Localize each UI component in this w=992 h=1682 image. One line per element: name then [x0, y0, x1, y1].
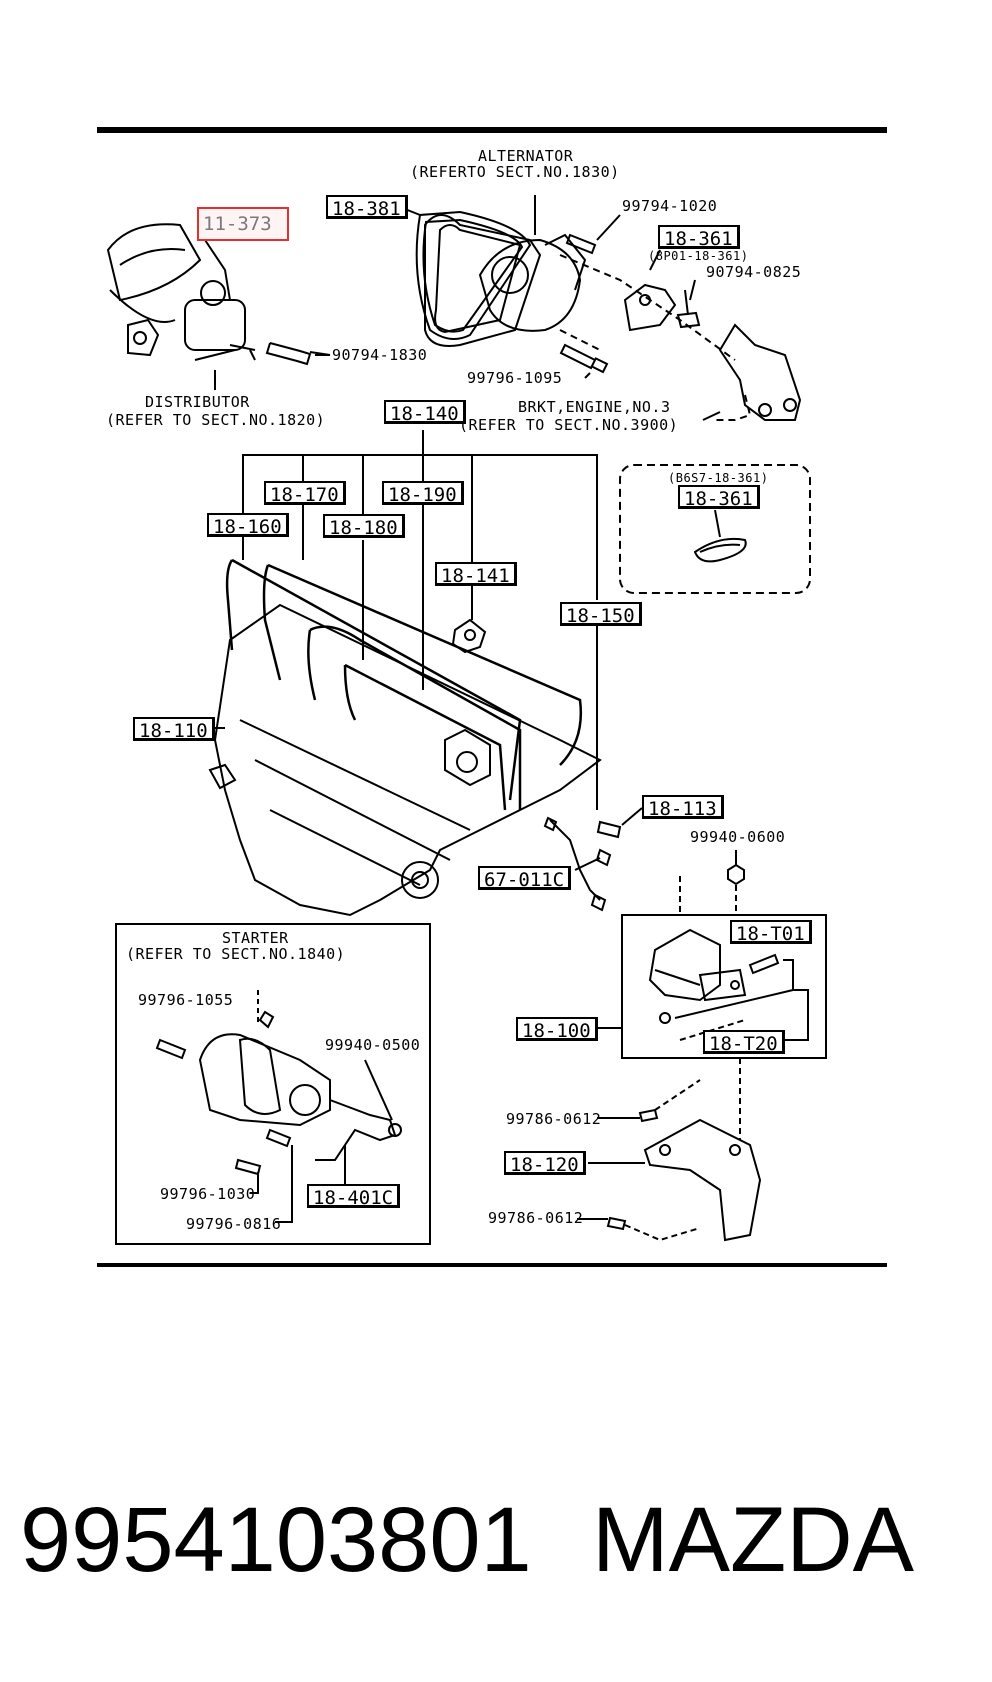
bottom-rule	[97, 1263, 887, 1267]
harness-lines	[242, 430, 598, 810]
drive-belt	[415, 210, 532, 340]
alternator-title: ALTERNATOR	[478, 147, 574, 165]
inset-leader	[714, 509, 721, 538]
part-67-011c: 67-011C	[478, 866, 572, 891]
distributor-drawing	[106, 223, 256, 390]
part-number-99940-0500: 99940-0500	[325, 1036, 421, 1054]
part-18-120: 18-120	[504, 1151, 586, 1176]
nut-99940-0600	[727, 850, 745, 886]
part-number-99940-0600: 99940-0600	[690, 828, 786, 846]
part-18-401c: 18-401C	[307, 1184, 401, 1209]
part-18-140: 18-140	[384, 400, 466, 425]
footer-brand: MAZDA	[592, 1489, 914, 1591]
inset-dashed-box	[619, 464, 811, 594]
part-18-361-inset: 18-361	[678, 485, 760, 510]
part-18-180: 18-180	[323, 514, 405, 539]
engine-block	[205, 603, 602, 917]
part-18-100: 18-100	[516, 1017, 598, 1042]
engine-bracket-no3	[718, 323, 802, 421]
part-number-90794-1830: 90794-1830	[332, 346, 428, 364]
bolt-99794-1020	[565, 214, 621, 255]
starter-box	[115, 923, 431, 1245]
bolt-90794-0825	[676, 279, 701, 329]
part-18-381: 18-381	[326, 195, 408, 220]
bracket-title: BRKT,ENGINE,NO.3	[518, 398, 671, 416]
distributor-ref: (REFER TO SECT.NO.1820)	[106, 411, 326, 429]
starter-title: STARTER	[222, 929, 289, 947]
inset-ref-b6s7: (B6S7-18-361)	[668, 471, 769, 485]
alt-ref-8p01: (8P01-18-361)	[648, 249, 749, 263]
part-number-99796-1030: 99796-1030	[160, 1185, 256, 1203]
part-number-99796-1095: 99796-1095	[467, 369, 563, 387]
part-number-99796-1055: 99796-1055	[138, 991, 234, 1009]
part-18-160: 18-160	[207, 513, 289, 538]
small-part-18-141	[451, 618, 487, 654]
highlighted-part-11-373[interactable]: 11-373	[197, 207, 289, 241]
part-18-141: 18-141	[435, 562, 517, 587]
bolt-18-113	[596, 807, 643, 839]
part-number-99786-0612-b: 99786-0612	[488, 1209, 584, 1227]
sensor-harness	[543, 816, 612, 912]
spark-plug-wires	[225, 558, 582, 811]
bracket-18-361	[623, 249, 677, 332]
part-number-99786-0612-a: 99786-0612	[506, 1110, 602, 1128]
part-18-113: 18-113	[642, 795, 724, 820]
part-number-99796-0816: 99796-0816	[186, 1215, 282, 1233]
part-18-361: 18-361	[658, 225, 740, 250]
bracket-18-120	[577, 1079, 762, 1242]
top-rule	[97, 127, 887, 133]
footer-part-number: 9954103801	[20, 1489, 532, 1591]
part-18-110: 18-110	[133, 717, 215, 742]
starter-ref: (REFER TO SECT.NO.1840)	[126, 945, 346, 963]
part-18-t20: 18-T20	[703, 1030, 785, 1055]
part-18-190: 18-190	[382, 481, 464, 506]
distributor-title: DISTRIBUTOR	[145, 393, 250, 411]
bracket-ref: (REFER TO SECT.NO.3900)	[459, 416, 679, 434]
part-number-99794-1020: 99794-1020	[622, 197, 718, 215]
part-18-t01: 18-T01	[730, 920, 812, 945]
ignition-coil-box	[596, 876, 827, 1140]
inset-belt	[693, 537, 747, 563]
part-18-150: 18-150	[560, 602, 642, 627]
part-18-170: 18-170	[264, 481, 346, 506]
bolt-99796-1095	[559, 343, 609, 379]
part-number-90794-0825: 90794-0825	[706, 263, 802, 281]
alternator-ref: (REFERTO SECT.NO.1830)	[410, 163, 620, 181]
